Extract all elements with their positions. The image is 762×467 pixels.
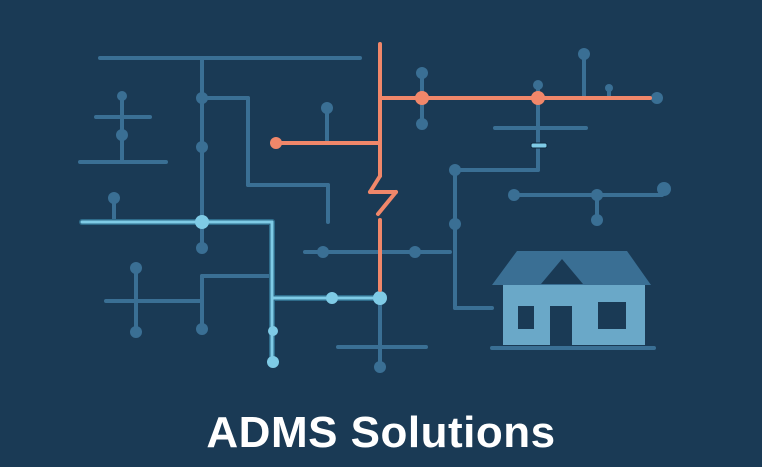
grid-node (196, 242, 208, 254)
house-window (518, 306, 534, 329)
grid-node (578, 48, 590, 60)
feeder-node (326, 292, 338, 304)
grid-node (533, 80, 543, 90)
grid-node (591, 189, 603, 201)
grid-node (374, 361, 386, 373)
grid-node (130, 326, 142, 338)
fault-node (531, 91, 545, 105)
fault-node (270, 137, 282, 149)
switch-icon (530, 142, 548, 149)
house-window (598, 302, 626, 329)
fault-line (368, 174, 382, 194)
grid-node (321, 102, 333, 114)
page-title: ADMS Solutions (206, 408, 556, 457)
grid-node (116, 129, 128, 141)
grid-node (449, 218, 461, 230)
grid-node (117, 91, 127, 101)
grid-node (196, 141, 208, 153)
faulted-feeder-path (270, 42, 652, 292)
grid-node (108, 192, 120, 204)
grid-node (130, 262, 142, 274)
house-door (550, 306, 572, 345)
feeder-node (195, 215, 209, 229)
grid-node (508, 189, 520, 201)
ground-line (490, 346, 656, 350)
grid-node (591, 214, 603, 226)
grid-node (196, 92, 208, 104)
house-icon (490, 251, 656, 350)
fault-line (376, 190, 398, 216)
grid-node (196, 323, 208, 335)
house-roof (492, 251, 651, 285)
house-gable (541, 259, 583, 284)
grid-node (409, 246, 421, 258)
restored-feeder-path (79, 215, 387, 368)
feeder-node (267, 356, 279, 368)
grid-node (416, 118, 428, 130)
distribution-network-lines (78, 48, 671, 373)
grid-node (317, 246, 329, 258)
grid-node (605, 84, 613, 92)
grid-node (651, 92, 663, 104)
feeder-node (268, 326, 278, 336)
grid-node (657, 182, 671, 196)
grid-node (416, 67, 428, 79)
grid-node (449, 164, 461, 176)
feeder-node (373, 291, 387, 305)
fault-node (415, 91, 429, 105)
